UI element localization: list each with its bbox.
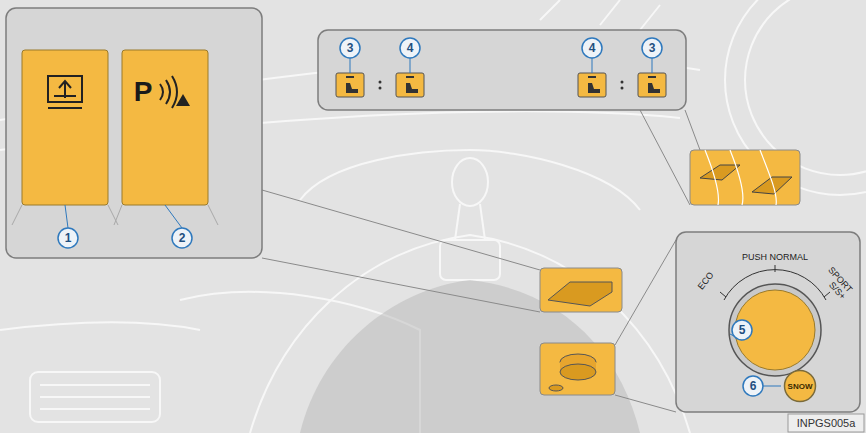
callout-number: 5 <box>739 324 746 336</box>
callout-circle <box>400 38 420 58</box>
callout-circle <box>172 228 192 248</box>
thumbnail-dial <box>560 364 596 380</box>
location-thumbnail <box>540 343 615 395</box>
callout-circle <box>642 38 662 58</box>
location-thumbnail <box>690 150 800 205</box>
button-well <box>12 205 218 225</box>
seat-switch-inset <box>318 30 686 110</box>
console-shade <box>300 280 640 433</box>
callout-circle <box>340 38 360 58</box>
figure-code: INPGS005a <box>797 418 856 429</box>
callout-circle <box>743 376 763 396</box>
console-shade <box>300 280 640 433</box>
shift-knob <box>452 158 488 206</box>
switch-inset <box>6 8 262 258</box>
zoom-line <box>615 240 676 345</box>
callout-number: 3 <box>347 42 354 54</box>
hud-icon <box>48 76 82 102</box>
console-line <box>250 235 690 433</box>
zoom-line <box>685 110 700 150</box>
callout-circle <box>732 320 752 340</box>
seat-icon <box>346 83 660 93</box>
dot <box>621 81 624 84</box>
leader-line <box>65 205 182 228</box>
snow-button: SNOW <box>783 369 817 403</box>
callout-number: 6 <box>750 380 757 392</box>
hud-icon <box>48 107 82 109</box>
shift-gate <box>440 240 500 280</box>
leader-line <box>350 58 652 73</box>
hud-icon <box>54 81 76 98</box>
callout-number: 4 <box>589 42 596 54</box>
zoom-line <box>262 190 540 270</box>
console-line <box>300 150 640 210</box>
button-text: SNOW <box>783 369 817 403</box>
zoom-line <box>262 258 540 312</box>
air-vent <box>40 385 150 409</box>
zoom-line <box>640 110 690 205</box>
drive-mode-inset <box>676 232 860 412</box>
parking-symbol: P <box>134 78 153 106</box>
mode-text: ECO <box>696 271 715 292</box>
thumbnail-lines <box>705 150 776 205</box>
shift-lever <box>455 204 485 240</box>
steering-wheel <box>745 0 866 175</box>
air-vent <box>30 372 160 422</box>
hud-button <box>22 50 108 205</box>
mode-text: PUSH NORMAL <box>742 253 808 262</box>
inset-frame <box>318 30 686 110</box>
zoom-lines <box>262 110 700 412</box>
drive-mode-dial <box>729 284 821 376</box>
callout-circle <box>582 38 602 58</box>
dot <box>379 87 382 90</box>
indicator-lamp <box>346 76 656 78</box>
inset-frame <box>6 8 262 258</box>
inset-frame <box>676 232 860 412</box>
location-thumbnail <box>540 268 622 312</box>
dot <box>621 87 624 90</box>
zoom-line <box>615 395 676 412</box>
callout-number: 1 <box>65 232 72 244</box>
door-line <box>0 323 200 331</box>
callout-number: 4 <box>407 42 414 54</box>
parking-sensor-button <box>122 50 208 205</box>
thumbnail-buttons <box>700 165 792 194</box>
callout-number: 2 <box>179 232 186 244</box>
sensor-icon <box>176 94 190 106</box>
thumbnail-buttons <box>548 282 612 306</box>
figure-code-box <box>788 414 864 432</box>
thumbnail-snow-button <box>549 385 563 391</box>
trim-line <box>540 0 660 30</box>
callout-number: 3 <box>649 42 656 54</box>
sensor-waves <box>160 76 177 108</box>
callout-circle <box>58 228 78 248</box>
dot <box>379 81 382 84</box>
